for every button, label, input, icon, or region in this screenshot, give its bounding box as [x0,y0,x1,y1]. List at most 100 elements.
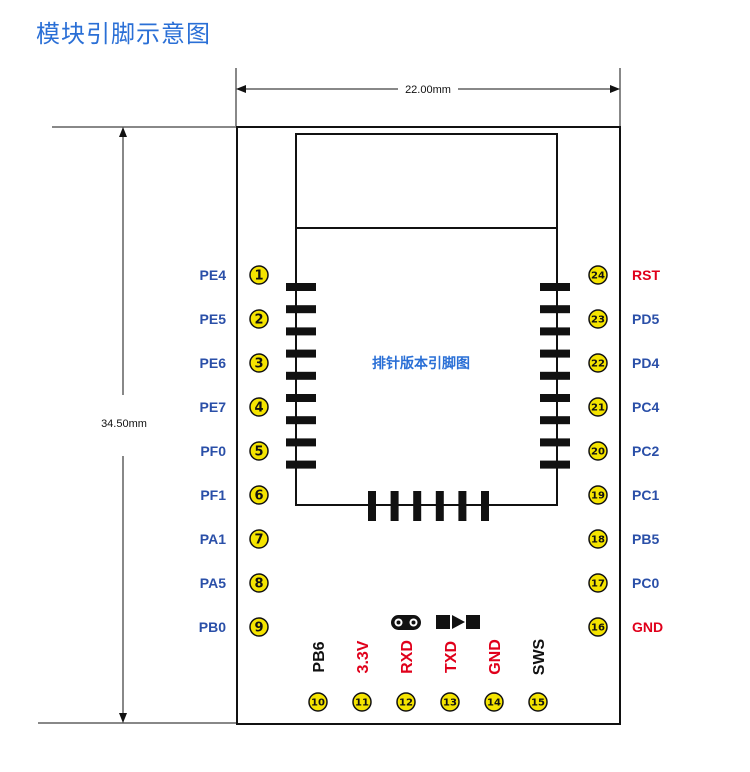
pin-number-badge: 10 [308,692,328,712]
chip-pad [286,438,316,447]
pin-label: PE6 [200,355,227,371]
pin-rst: 24 RST [588,265,660,285]
pin-label: PE5 [200,311,227,327]
pin-number: 17 [591,578,605,589]
pin-label: PA5 [200,575,226,591]
chip-pad [390,491,399,521]
pin-number-badge: 9 [249,617,269,637]
pin-pb6: PB6 10 [308,641,328,712]
pin-number: 8 [254,576,263,591]
pin-number: 16 [591,622,605,633]
pin-number: 21 [591,402,605,413]
pin-number: 18 [591,534,605,545]
chip-pad [286,371,316,380]
pin-label: GND [487,639,504,675]
pin-txd: TXD 13 [440,641,460,712]
pin-pc0: 17 PC0 [588,573,659,593]
pin-number-badge: 12 [396,692,416,712]
pin-number: 2 [254,312,263,327]
pin-label: PC0 [632,575,659,591]
chip-pad [286,327,316,336]
pin-number-badge: 6 [249,485,269,505]
chip-pad [435,491,444,521]
pin-number-badge: 21 [588,397,608,417]
pin-number-badge: 19 [588,485,608,505]
pin-number-badge: 11 [352,692,372,712]
pin-label: 3.3V [355,640,372,673]
chip-pads-bottom [368,491,489,521]
chip-pad [540,460,570,469]
pin-label: PB6 [311,641,328,672]
pin-label: PE7 [200,399,227,415]
chip-pads-right [540,283,570,469]
chip-pad [458,491,467,521]
pin-pb0: PB0 9 [199,617,269,637]
pin-label: PE4 [200,267,227,283]
play-transmit-icon [436,615,480,629]
chip-pad [540,305,570,314]
pin-label: PC1 [632,487,659,503]
pin-number: 11 [355,697,369,708]
chip-pad [540,327,570,336]
chip-pad [540,416,570,425]
chip-pad [540,371,570,380]
pin-label: PC4 [632,399,659,415]
pin-pa1: PA1 7 [200,529,269,549]
pin-number-badge: 4 [249,397,269,417]
pin-label: PB0 [199,619,226,635]
pin-pe7: PE7 4 [200,397,269,417]
pin-gnd: GND 14 [484,639,504,712]
led-pair-icon [391,615,421,630]
module-outline [236,126,621,725]
pin-number-badge: 2 [249,309,269,329]
pin-label: PB5 [632,531,659,547]
chip-pad [540,394,570,402]
pin-number-badge: 1 [249,265,269,285]
chip-pad [368,491,376,521]
chip-pad [540,438,570,447]
pin-number: 20 [591,446,605,457]
pin-gnd: 16 GND [588,617,663,637]
pin-number-badge: 14 [484,692,504,712]
pin-pb5: 18 PB5 [588,529,659,549]
pin-pa5: PA5 8 [200,573,269,593]
pin-label: RST [632,267,660,283]
pin-pe4: PE4 1 [200,265,269,285]
pin-number-badge: 13 [440,692,460,712]
pin-number-badge: 22 [588,353,608,373]
pin-number-badge: 16 [588,617,608,637]
pin-number: 22 [591,358,605,369]
chip-pad [540,349,570,358]
pin-label: PF0 [200,443,226,459]
pin-number-badge: 15 [528,692,548,712]
chip-outline [295,228,558,506]
chip-pad [413,491,422,521]
height-dimension-label: 34.50mm [101,418,147,430]
pin-pc4: 21 PC4 [588,397,659,417]
pin-number-badge: 20 [588,441,608,461]
pin-number: 24 [591,270,605,281]
antenna-area [295,133,558,229]
pin-label: PA1 [200,531,226,547]
pin-number-badge: 23 [588,309,608,329]
chip-pad [286,349,316,358]
pin-number: 15 [531,697,545,708]
pin-number: 7 [254,532,263,547]
pin-number: 10 [311,697,325,708]
chip-pads-left [286,283,316,469]
pin-label: GND [632,619,663,635]
pin-rxd: RXD 12 [396,640,416,712]
pin-label: TXD [443,641,460,673]
pin-label: RXD [399,640,416,674]
pin-number-badge: 8 [249,573,269,593]
pin-number-badge: 24 [588,265,608,285]
